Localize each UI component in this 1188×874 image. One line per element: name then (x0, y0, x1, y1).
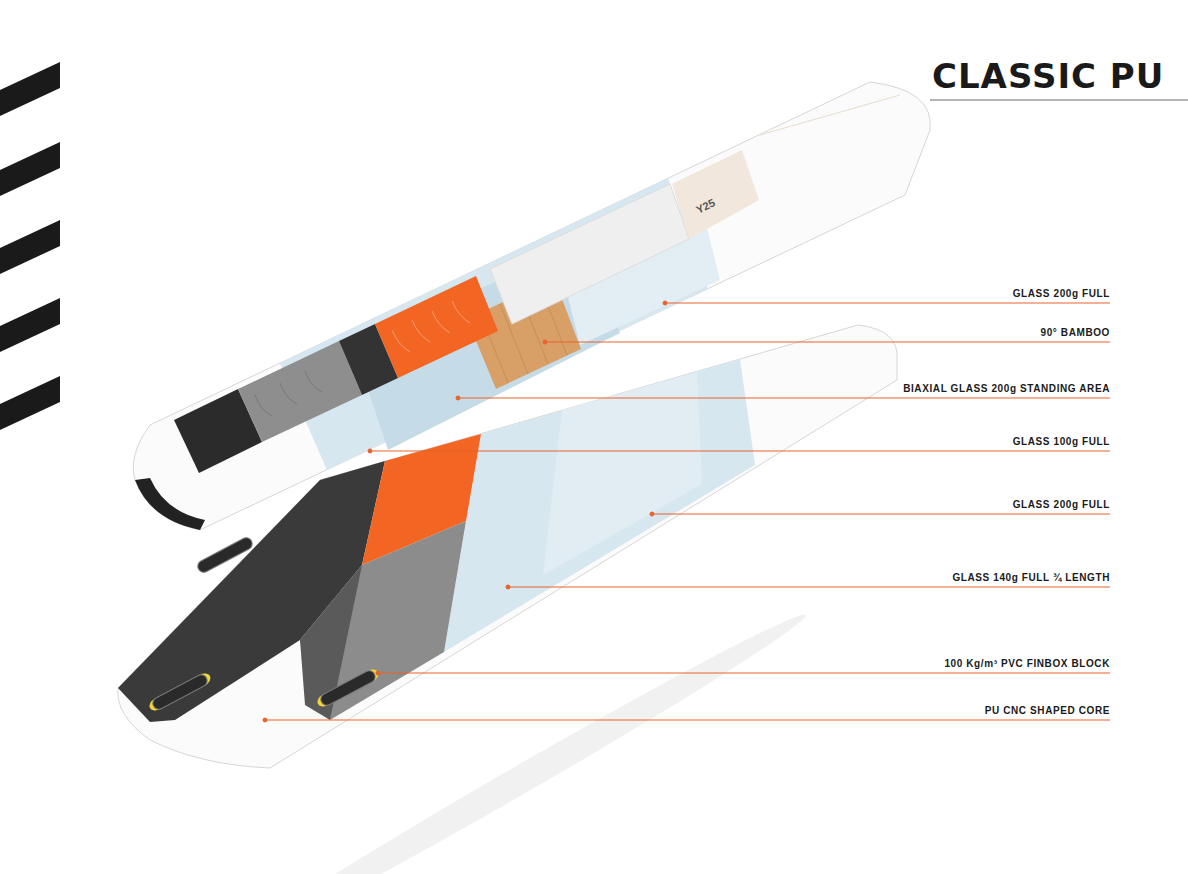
diagram-title: CLASSIC PU (932, 56, 1164, 96)
layer-label: GLASS 200g FULL (1013, 288, 1110, 300)
layer-label: 100 Kg/m³ PVC FINBOX BLOCK (944, 658, 1110, 670)
decor-stripes (0, 62, 60, 430)
bottom-board (118, 325, 897, 768)
layer-label: 90° BAMBOO (1041, 327, 1110, 339)
layer-label: GLASS 140g FULL ¾ LENGTH (952, 572, 1110, 584)
layer-label: GLASS 200g FULL (1013, 499, 1110, 511)
layer-label: BIAXIAL GLASS 200g STANDING AREA (903, 383, 1110, 395)
title-rule (930, 99, 1188, 101)
layer-label: GLASS 100g FULL (1013, 436, 1110, 448)
finbox (147, 536, 381, 714)
layer-label: PU CNC SHAPED CORE (985, 705, 1110, 717)
leader-lines (263, 301, 1110, 722)
